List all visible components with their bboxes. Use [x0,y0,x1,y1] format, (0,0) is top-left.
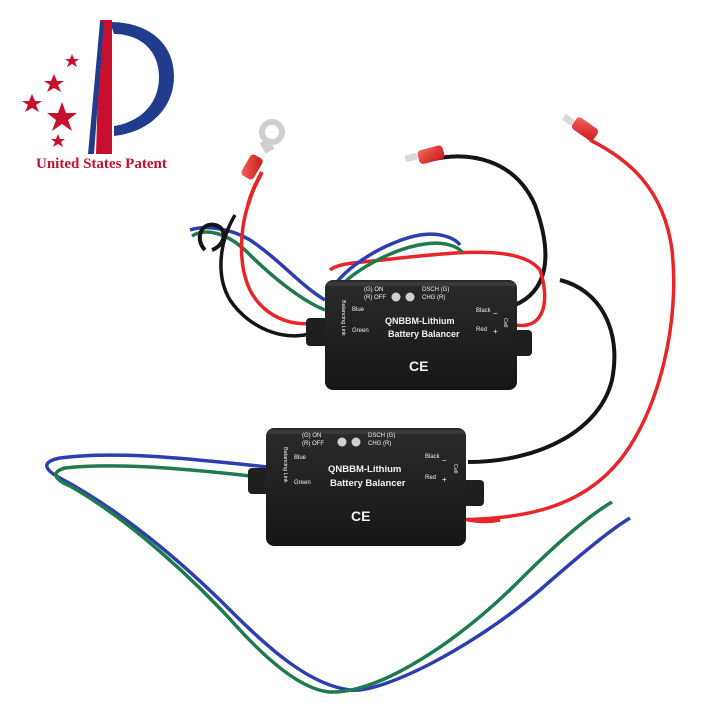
lower-subtitle-label: Battery Balancer [330,478,406,489]
upper-link-label: Balancing Link [340,300,346,336]
upper-led-on-label: (G) ON [364,287,383,293]
upper-plus-label: + [493,327,498,336]
black-tie [197,222,226,252]
lower-red-label: Red [425,475,436,481]
red-wire-upper-loop [239,204,326,326]
logo-p-bowl [110,22,174,136]
black-wire-top [429,154,548,307]
blue-wire-upper-b [328,232,462,293]
lower-cell-label: Cell [452,464,458,473]
upper-cell-label: Cell [502,318,508,327]
lower-led-off-label: (R) OFF [302,441,324,447]
upper-red-label: Red [476,327,487,333]
upper-balancer-module: (G) ON (R) OFF DSCH (G) CHG (R) QNBBM-Li… [306,280,532,390]
red-wire-lower [467,518,501,524]
upper-led-off-label: (R) OFF [364,295,386,301]
green-wire-lower [54,464,613,694]
lower-link-label: Balancing Link [282,447,288,483]
green-wire-upper-a [191,230,326,312]
upper-subtitle-label: Battery Balancer [388,329,460,339]
lower-balancer-module: (G) ON (R) OFF DSCH (G) CHG (R) QNBBM-Li… [248,428,484,546]
logo-stars [22,54,79,147]
ring-terminal [241,119,285,206]
lower-blue-label: Blue [294,455,307,461]
lower-model-label: QNBBM-Lithium [328,464,401,475]
green-wire-upper-b [328,241,464,300]
lower-black-label: Black [425,454,441,460]
upper-dsch-label: DSCH (G) [422,287,449,293]
black-wire-lower [467,278,617,464]
upper-black-label: Black [476,308,492,314]
blue-wire-lower [45,453,631,692]
red-wire-long [444,138,676,522]
red-ferrule-right [562,114,599,141]
red-ferrule-top [404,145,445,164]
upper-chg-label: CHG (R) [422,295,445,301]
lower-led-on-label: (G) ON [302,433,321,439]
lower-ce-mark: CE [351,508,370,524]
lower-dsch-label: DSCH (G) [368,433,395,439]
upper-model-label: QNBBM-Lithium [385,316,455,326]
upper-green-label: Green [352,328,369,334]
upper-minus-label: − [493,309,498,318]
lower-plus-label: + [442,475,447,484]
patent-logo [22,20,174,154]
lower-minus-label: − [442,456,447,465]
patent-logo-text: United States Patent [36,156,167,172]
upper-blue-label: Blue [352,307,365,313]
lower-chg-label: CHG (R) [368,441,391,447]
upper-ce-mark: CE [409,358,428,374]
lower-green-label: Green [294,480,311,486]
